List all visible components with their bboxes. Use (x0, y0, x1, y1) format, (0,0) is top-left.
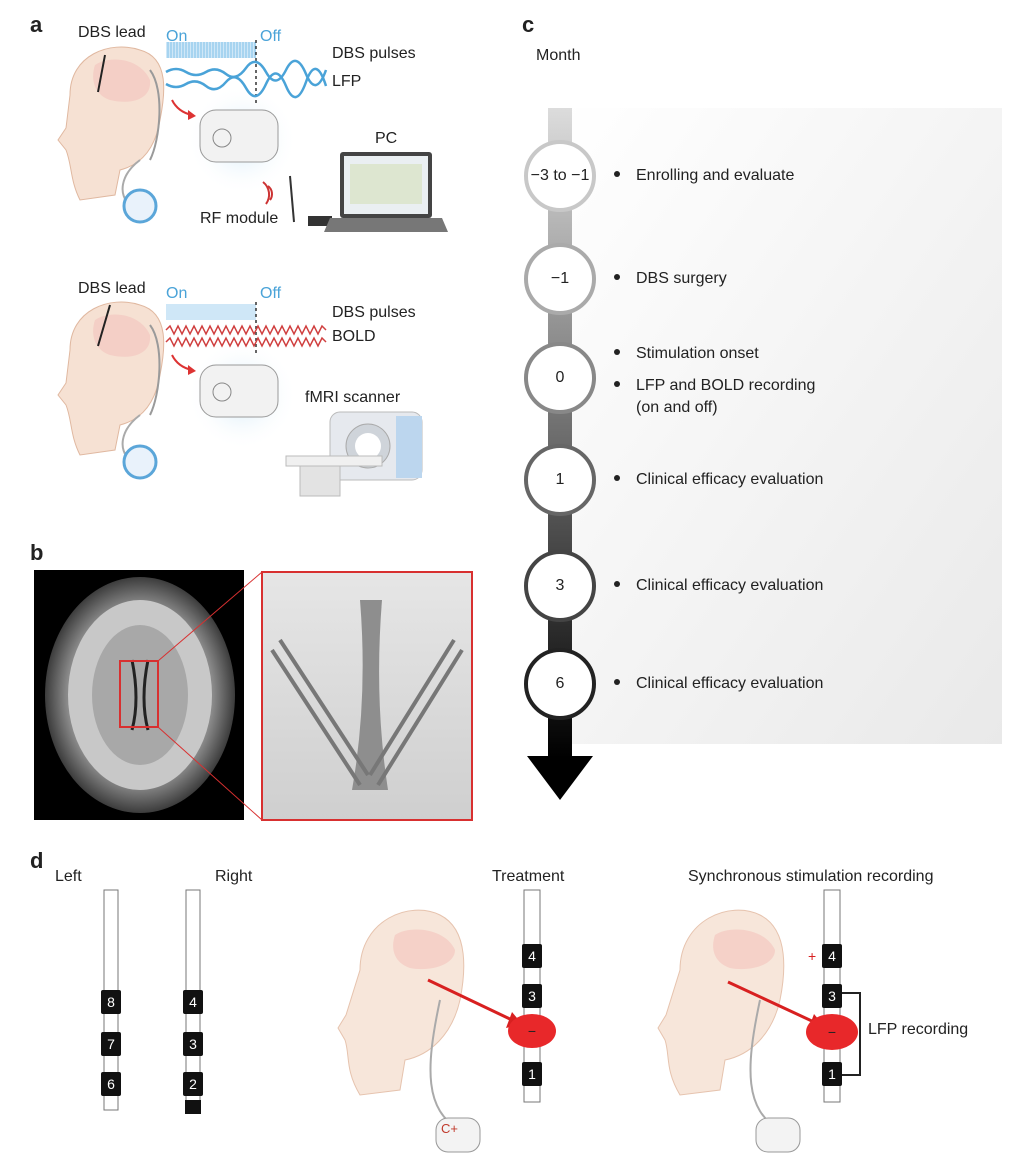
bold-label: BOLD (332, 328, 376, 345)
bullet-icon (614, 348, 620, 355)
dbs-pulses-bottom (166, 304, 256, 320)
timeline-node (524, 140, 596, 212)
lfp-bracket (840, 992, 861, 1076)
timeline-month: 6 (555, 675, 565, 692)
dbs-lead-label-top: DBS lead (78, 24, 146, 41)
timeline-item: DBS surgery (614, 270, 727, 288)
off-label-bottom: Off (260, 285, 282, 302)
timeline-node (524, 342, 596, 414)
ipg-small-bottom (122, 444, 158, 480)
panel-a-letter: a (30, 12, 43, 37)
bullet-icon (614, 273, 620, 280)
pc-laptop (324, 152, 448, 232)
left-lead-label: Left (55, 868, 82, 885)
timeline-node (524, 243, 596, 315)
bold-trace-1 (165, 324, 327, 336)
timeline-item: (on and off) (636, 399, 718, 416)
bullet-icon (614, 380, 620, 387)
panel-d-letter: d (30, 848, 44, 873)
panel-b-letter: b (30, 540, 44, 565)
lfp-label: LFP (332, 73, 362, 90)
timeline-item: Stimulation onset (614, 345, 759, 363)
stim-contact: − (806, 1014, 858, 1050)
lead-contact: 3 (822, 984, 842, 1008)
dbs-pulses-top (166, 42, 256, 58)
timeline-item: Clinical efficacy evaluation (614, 577, 823, 595)
lead-contact: 4 (522, 944, 542, 968)
roi-box (119, 660, 159, 728)
lead-contact: 2 (183, 1072, 203, 1096)
ipg-device-bottom (199, 364, 279, 418)
lfp-trace-1 (165, 59, 328, 87)
timeline-node (524, 648, 596, 720)
fmri-scanner (285, 411, 423, 497)
timeline-item: Enrolling and evaluate (614, 167, 794, 185)
timeline-item: Clinical efficacy evaluation (614, 471, 823, 489)
timeline-month: −3 to −1 (530, 167, 590, 184)
lead-contact: 1 (822, 1062, 842, 1086)
case-label: C+ (441, 1121, 458, 1136)
timeline-month: 3 (555, 577, 565, 594)
lead-arrow-top (97, 54, 106, 93)
month-axis-label: Month (536, 47, 581, 64)
lead-contact: 3 (183, 1032, 203, 1056)
ipg-small-top (122, 188, 158, 224)
timeline-arrowhead (527, 756, 593, 800)
rf-module-label: RF module (200, 210, 279, 227)
timeline-month: 0 (555, 369, 565, 386)
timeline-background (560, 108, 1002, 744)
off-label-top: Off (260, 28, 282, 45)
lead-contact: 4 (822, 944, 842, 968)
dbs-pulses-label-top: DBS pulses (332, 45, 416, 62)
timeline-month: −1 (550, 270, 570, 287)
dbs-pulses-label-bottom: DBS pulses (332, 304, 416, 321)
pc-label: PC (375, 130, 398, 147)
fmri-scanner-label: fMRI scanner (305, 389, 401, 406)
lfp-recording-label: LFP recording (868, 1021, 969, 1038)
head-treatment (337, 909, 481, 1153)
head-illustration-top (57, 46, 165, 201)
lead-contact: 8 (101, 990, 121, 1014)
bold-trace-2 (165, 336, 327, 348)
dbs-lead-label-bottom: DBS lead (78, 280, 146, 297)
lead-contact: 1 (522, 1062, 542, 1086)
timeline-node (524, 550, 596, 622)
lead-contact: 4 (183, 990, 203, 1014)
ipg-device-top (199, 109, 279, 163)
right-lead-label: Right (215, 868, 253, 885)
treatment-arrow (427, 978, 513, 1022)
timeline-item: Clinical efficacy evaluation (614, 675, 823, 693)
panel-c-letter: c (522, 12, 535, 37)
timeline-item: LFP and BOLD recording (614, 377, 815, 395)
treatment-label: Treatment (492, 868, 565, 885)
lfp-trace-2 (165, 67, 328, 99)
sync-label: Synchronous stimulation recording (688, 868, 934, 885)
on-label-bottom: On (166, 285, 188, 302)
timeline-node (524, 444, 596, 516)
timeline-month: 1 (555, 471, 565, 488)
head-sync (657, 909, 801, 1153)
lead-contact: 3 (522, 984, 542, 1008)
sync-arrow (727, 980, 815, 1024)
bullet-icon (614, 580, 620, 587)
on-label-top: On (166, 28, 188, 45)
bullet-icon (614, 170, 620, 177)
plus-sign: + (808, 948, 817, 964)
bullet-icon (614, 678, 620, 685)
lead-contact: 6 (101, 1072, 121, 1096)
lead-contact: 7 (101, 1032, 121, 1056)
stim-contact: − (508, 1014, 556, 1048)
head-illustration-bottom (57, 301, 165, 456)
bullet-icon (614, 474, 620, 481)
